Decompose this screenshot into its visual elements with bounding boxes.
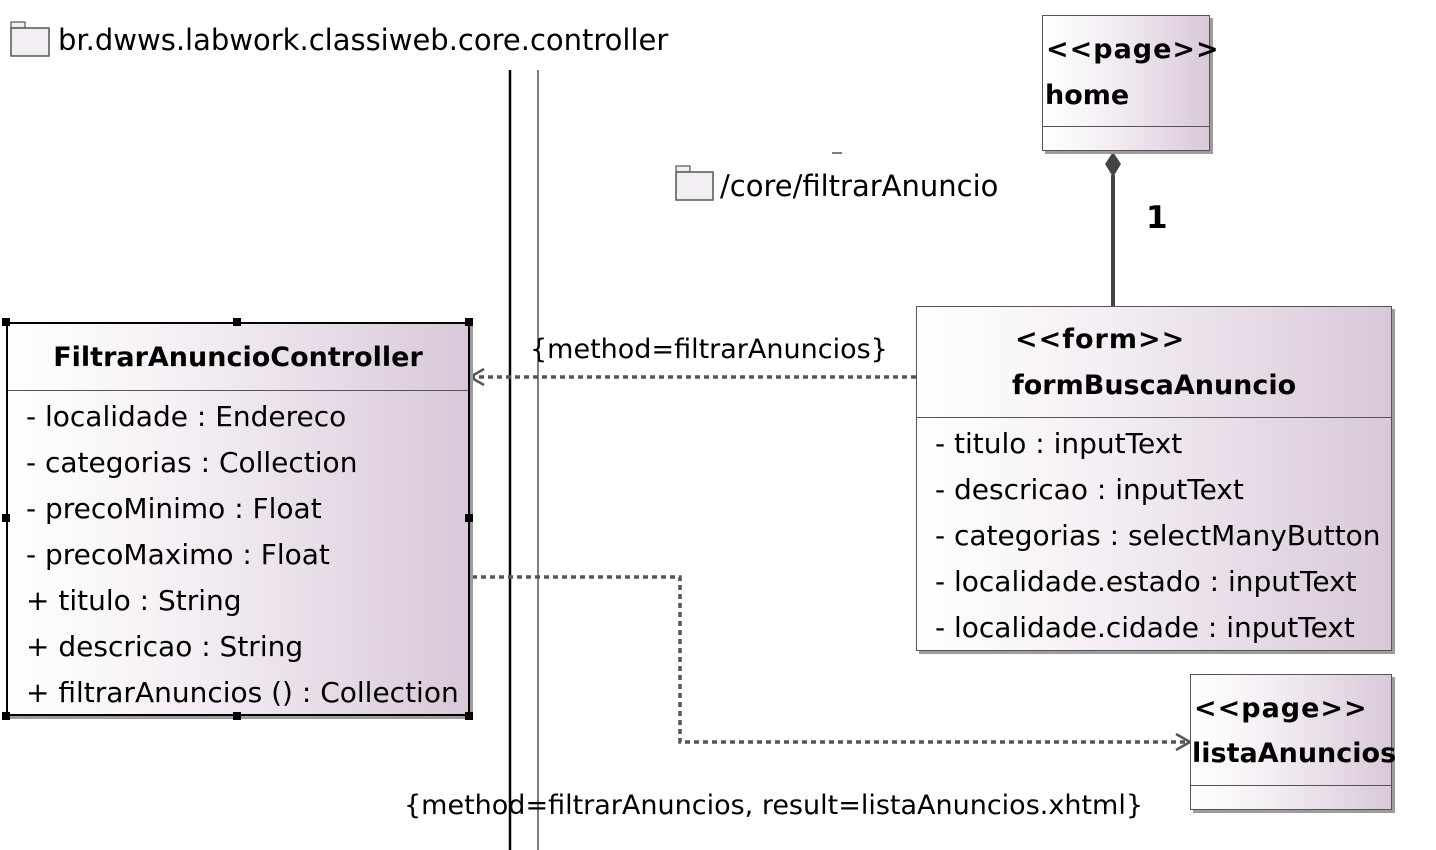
- open-arrowhead-icon: [467, 367, 485, 387]
- controller-lista-edge-label: {method=filtrarAnuncios, result=listaAnu…: [404, 790, 1144, 821]
- resize-handle[interactable]: [233, 318, 241, 326]
- controller-member: - precoMaximo : Float: [26, 538, 330, 571]
- form-member: - titulo : inputText: [935, 427, 1183, 460]
- form-member: - categorias : selectManyButton: [935, 519, 1381, 552]
- resize-handle[interactable]: [465, 318, 473, 326]
- lista-page-name: listaAnuncios: [1192, 738, 1397, 769]
- home-page-name: home: [1045, 80, 1130, 111]
- controller-member: - precoMinimo : Float: [26, 492, 322, 525]
- package-name: br.dwws.labwork.classiweb.core.controlle…: [58, 23, 669, 57]
- resize-handle[interactable]: [465, 712, 473, 720]
- composition-diamond-icon: [1105, 152, 1121, 177]
- resize-handle[interactable]: [2, 318, 10, 326]
- composition-multiplicity: 1: [1146, 200, 1168, 236]
- controller-member: - localidade : Endereco: [26, 400, 347, 433]
- controller-class-name: FiltrarAnuncioController: [53, 342, 423, 373]
- home-page-box[interactable]: <<page>> home: [1042, 15, 1219, 151]
- controller-member: - categorias : Collection: [26, 446, 358, 479]
- class-separator: [1043, 126, 1209, 127]
- home-stereotype: <<page>>: [1046, 34, 1220, 65]
- form-member: - descricao : inputText: [935, 473, 1244, 506]
- form-class-name: formBuscaAnuncio: [1012, 370, 1297, 401]
- class-separator: [8, 390, 468, 391]
- subpackage-folder-icon: [675, 165, 714, 201]
- lista-stereotype: <<page>>: [1194, 693, 1368, 724]
- form-class-box[interactable]: <<form>> formBuscaAnuncio - titulo : inp…: [916, 306, 1392, 651]
- controller-member: + titulo : String: [26, 584, 242, 617]
- form-member: - localidade.estado : inputText: [935, 565, 1357, 598]
- form-controller-edge-label: {method=filtrarAnuncios}: [530, 334, 888, 365]
- controller-class-box[interactable]: FiltrarAnuncioController - localidade : …: [6, 322, 470, 716]
- package-folder-icon: [10, 21, 50, 57]
- form-member: - localidade.cidade : inputText: [935, 611, 1355, 644]
- resize-handle[interactable]: [2, 712, 10, 720]
- controller-member: + filtrarAnuncios () : Collection: [26, 676, 459, 709]
- controller-member: + descricao : String: [26, 630, 304, 663]
- form-stereotype: <<form>>: [1015, 324, 1186, 355]
- class-separator: [1191, 785, 1391, 786]
- lista-page-box[interactable]: <<page>> listaAnuncios: [1190, 674, 1396, 810]
- resize-handle[interactable]: [233, 712, 241, 720]
- class-separator: [917, 417, 1391, 418]
- subpackage-name: /core/filtrarAnuncio: [720, 169, 999, 203]
- resize-handle[interactable]: [2, 514, 10, 522]
- resize-handle[interactable]: [465, 514, 473, 522]
- dependency-controller-lista: [472, 575, 1186, 744]
